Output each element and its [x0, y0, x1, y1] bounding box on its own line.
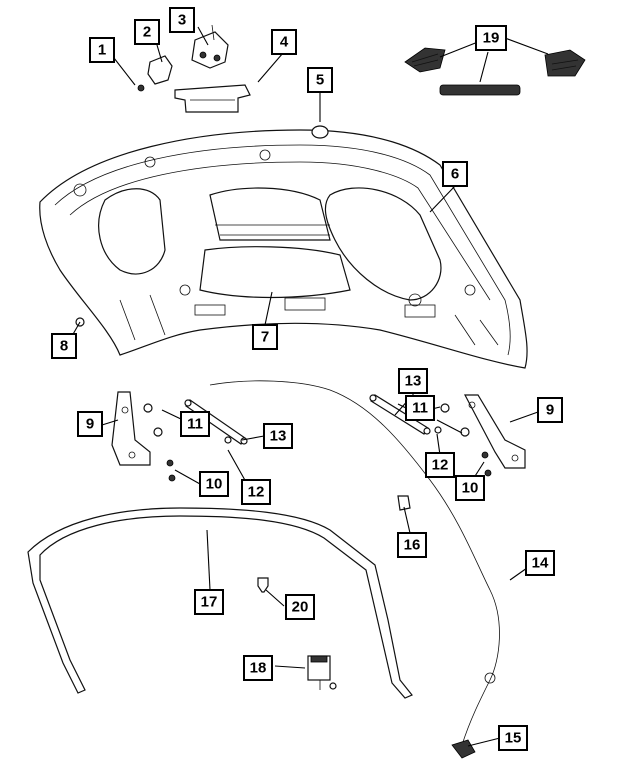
release-handle: [451, 739, 476, 759]
callout-12-right-label: 12: [432, 457, 449, 474]
callout-3: 3: [169, 7, 195, 33]
callout-10-left: 10: [199, 471, 229, 497]
callout-6-label: 6: [451, 166, 459, 183]
bracket: [147, 55, 173, 85]
callout-12-left-label: 12: [248, 484, 265, 501]
callout-2: 2: [134, 19, 160, 45]
callout-15-label: 15: [505, 730, 522, 747]
release-cable: [209, 380, 500, 746]
callout-11-left: 11: [180, 411, 210, 437]
callout-13-left-label: 13: [270, 428, 287, 445]
callout-11-right-label: 11: [412, 400, 428, 417]
callout-9-left: 9: [77, 411, 103, 437]
callout-19: 19: [475, 25, 507, 51]
callout-8: 8: [51, 333, 77, 359]
callout-5-label: 5: [316, 72, 324, 89]
callout-18: 18: [243, 655, 273, 681]
screw: [257, 577, 269, 593]
callout-11-right: 11: [405, 395, 435, 421]
callout-20: 20: [285, 594, 315, 620]
callout-7-label: 7: [261, 329, 269, 346]
callout-15: 15: [498, 725, 528, 751]
weatherstrip-seal: [27, 507, 413, 699]
callout-4-label: 4: [280, 34, 289, 51]
callout-13-left: 13: [263, 423, 293, 449]
hood-hinge-left: [111, 391, 151, 466]
callout-5: 5: [307, 67, 333, 93]
callout-7: 7: [252, 324, 278, 350]
push-pin: [137, 84, 145, 92]
latch-reinforcement: [174, 84, 251, 113]
callout-6: 6: [442, 161, 468, 187]
callout-4: 4: [271, 29, 297, 55]
callout-14: 14: [525, 550, 555, 576]
hood-hinge-right: [464, 394, 526, 469]
hood-vent-set: [404, 47, 586, 96]
callout-9-left-label: 9: [86, 416, 94, 433]
callout-1-label: 1: [98, 42, 106, 59]
callout-9-right: 9: [537, 397, 563, 423]
callout-16-label: 16: [404, 537, 421, 554]
release-latch: [307, 655, 337, 690]
callout-8-label: 8: [60, 338, 68, 355]
callout-1: 1: [89, 37, 115, 63]
hood-panel: [39, 129, 528, 369]
callout-10-right-label: 10: [462, 480, 479, 497]
callout-9-right-label: 9: [546, 402, 554, 419]
callout-13-right-label: 13: [405, 373, 422, 390]
callout-11-left-label: 11: [187, 416, 203, 433]
cable-clip: [397, 495, 411, 511]
hood-latch: [191, 24, 229, 69]
callout-13-right: 13: [398, 368, 428, 394]
callout-17: 17: [194, 589, 224, 615]
callout-19-label: 19: [483, 30, 500, 47]
callout-20-label: 20: [292, 599, 309, 616]
plug: [311, 125, 329, 139]
callout-3-label: 3: [178, 12, 186, 29]
callout-18-label: 18: [250, 660, 267, 677]
callout-17-label: 17: [201, 594, 218, 611]
callout-12-left: 12: [241, 479, 271, 505]
fastener-set: [143, 403, 492, 482]
callout-10-left-label: 10: [206, 476, 223, 493]
callout-2-label: 2: [143, 24, 151, 41]
callout-16: 16: [397, 532, 427, 558]
callout-12-right: 12: [425, 452, 455, 478]
callout-14-label: 14: [532, 555, 549, 572]
callout-10-right: 10: [455, 475, 485, 501]
